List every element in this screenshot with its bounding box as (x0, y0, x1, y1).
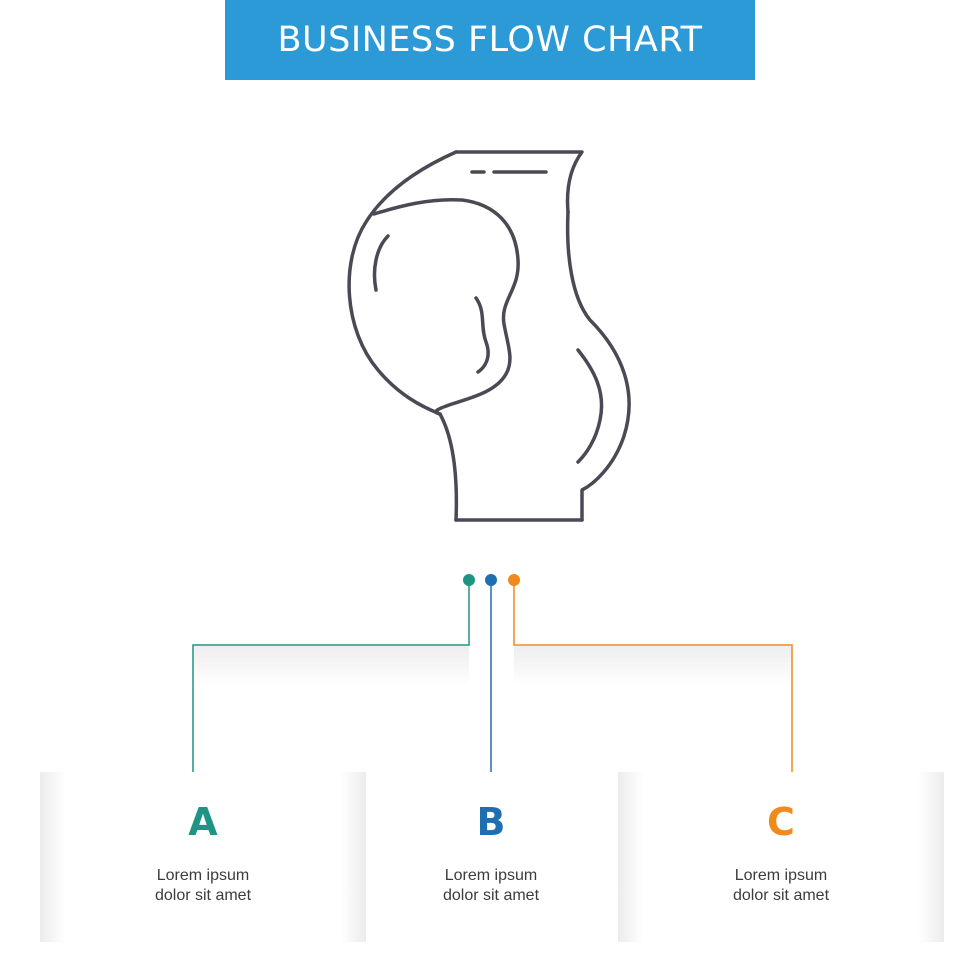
panel-shadow (340, 772, 366, 942)
step-description-line: Lorem ipsum (366, 866, 616, 886)
connector-dot-a (463, 574, 475, 586)
step-description-a: Lorem ipsum dolor sit amet (40, 866, 366, 906)
step-panel-a: A Lorem ipsum dolor sit amet (40, 772, 366, 942)
step-letter-a: A (40, 800, 366, 844)
step-description-line: dolor sit amet (366, 886, 616, 906)
connector-a (193, 584, 469, 780)
step-letter-b: B (366, 800, 616, 844)
panel-shadow (618, 772, 644, 942)
step-description-line: dolor sit amet (40, 886, 366, 906)
step-description-c: Lorem ipsum dolor sit amet (618, 866, 944, 906)
step-description-line: Lorem ipsum (40, 866, 366, 886)
step-description-line: Lorem ipsum (618, 866, 944, 886)
panel-shadow (40, 772, 66, 942)
panel-shadow (918, 772, 944, 942)
connector-dot-c (508, 574, 520, 586)
connector-dot-b (485, 574, 497, 586)
step-description-line: dolor sit amet (618, 886, 944, 906)
connector-c (514, 584, 792, 780)
step-letter-c: C (618, 800, 944, 844)
step-panel-b: B Lorem ipsum dolor sit amet (366, 772, 616, 942)
step-description-b: Lorem ipsum dolor sit amet (366, 866, 616, 906)
step-panel-c: C Lorem ipsum dolor sit amet (618, 772, 944, 942)
